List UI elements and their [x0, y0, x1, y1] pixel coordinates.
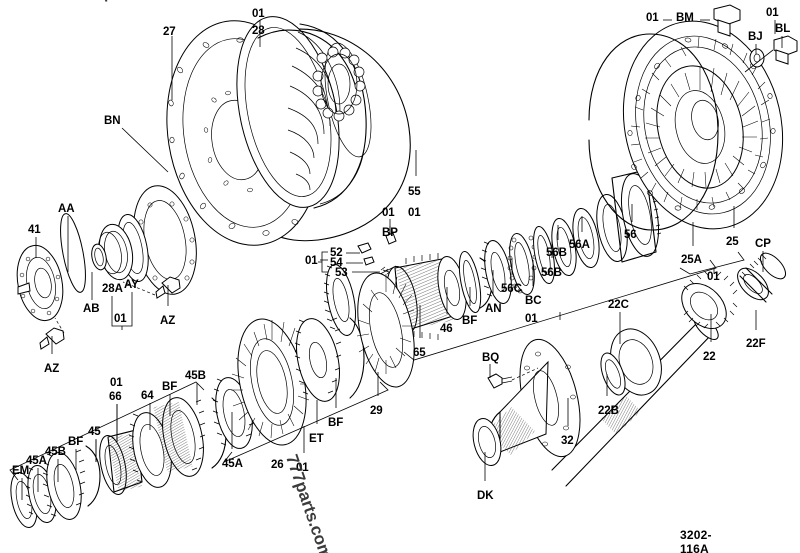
grouping-brackets [9, 226, 745, 481]
callout-bf-22: BF [462, 315, 478, 327]
callout-az-11: AZ [44, 363, 60, 375]
bolt-AZ-lower [39, 317, 65, 350]
callout-az-10: AZ [160, 315, 176, 327]
screw-BQ [487, 367, 539, 389]
bearing-56C [507, 232, 538, 296]
callout-bp-15: BP [382, 227, 398, 239]
lower-gear-train [10, 272, 415, 529]
callout-bf-61: BF [328, 417, 344, 429]
callout-45a-57: 45A [222, 458, 243, 470]
callout-bc-25: BC [525, 295, 542, 307]
callout-45b-49: 45B [45, 446, 66, 458]
callout-65-21: 65 [413, 347, 426, 359]
callout-25a-36: 25A [681, 254, 702, 266]
callout-22c-42: 22C [608, 299, 629, 311]
drawing-number: 3202-116A [680, 528, 712, 553]
bolt-BL [744, 35, 798, 73]
bolt-AZ-upper [122, 276, 181, 299]
end-cover-41 [16, 244, 64, 322]
callout-01-14: 01 [382, 207, 395, 219]
ring-46 [323, 264, 356, 336]
output-flange-32 [472, 338, 581, 466]
output-shaft-22 [551, 252, 787, 487]
callout-64-54: 64 [141, 390, 154, 402]
callout-56a-28: 56A [569, 239, 590, 251]
callout-et-60: ET [309, 433, 324, 445]
callout-01-33: 01 [646, 12, 659, 24]
callout-bq-44: BQ [482, 352, 500, 364]
seal-rings-AA-AB-28A-AY [60, 213, 149, 293]
callout-25-37: 25 [726, 236, 739, 248]
callout-bf-55: BF [162, 381, 178, 393]
callout-56b-27: 56B [546, 247, 567, 259]
callout-66-52: 66 [109, 391, 122, 403]
leader-line-bn-3 [121, 127, 169, 173]
callout-dk-46: DK [477, 490, 494, 502]
callout-22b-43: 22B [598, 405, 619, 417]
callout-cp-39: CP [755, 238, 771, 250]
gear-ET [294, 317, 342, 402]
callout-ab-6: AB [83, 303, 100, 315]
callout-52-16: 52 [330, 247, 343, 259]
gear-45A-left [42, 449, 86, 520]
gear-64 [153, 397, 206, 477]
callout-01-53: 01 [110, 377, 123, 389]
callout-01-31: 01 [766, 7, 779, 19]
callout-em-47: EM [12, 465, 30, 477]
callout-54-17: 54 [330, 257, 343, 269]
callout-29-62: 29 [370, 405, 383, 417]
callout-53-18: 53 [335, 267, 348, 279]
callout-46-20: 46 [440, 323, 453, 335]
callout-56-29: 56 [624, 229, 637, 241]
ring-BC [533, 225, 555, 285]
callout-bj-34: BJ [748, 31, 763, 43]
callout-22f-40: 22F [746, 338, 766, 350]
bearing-56B-2 [572, 207, 600, 269]
callout-01-38: 01 [707, 271, 720, 283]
ring-29 [356, 272, 415, 388]
callout-56c-24: 56C [501, 283, 522, 295]
shaft-gear [681, 271, 738, 329]
callout-26-58: 26 [271, 459, 284, 471]
washer-BJ [749, 48, 765, 68]
callout-01-13: 01 [408, 207, 421, 219]
snapring-BF-left [85, 445, 101, 507]
callout-41-5: 41 [28, 224, 41, 236]
callout-45-51: 45 [88, 426, 101, 438]
callout-bl-35: BL [775, 23, 791, 35]
callout-01-59: 01 [296, 462, 309, 474]
callout-bm-32: BM [676, 12, 694, 24]
impeller-cone-28 [236, 16, 372, 209]
callout-ay-8: AY [124, 279, 139, 291]
bushing-CP-22F [737, 252, 787, 303]
callout-56b-26: 56B [541, 267, 562, 279]
bolt-BM [713, 4, 741, 37]
callout-bn-3: BN [104, 115, 121, 127]
callout-01-19: 01 [305, 255, 318, 267]
cover-plate-BN [133, 185, 197, 295]
callout-22-41: 22 [703, 351, 716, 363]
callout-45a-48: 45A [26, 455, 47, 467]
callout-aa-4: AA [58, 203, 75, 215]
turbine-core-25A [645, 65, 759, 189]
callout-leader-lines [21, 19, 783, 500]
callout-bf-50: BF [68, 436, 84, 448]
callout-27-2: 27 [163, 26, 176, 38]
disc-AN [480, 240, 512, 304]
callout-28a-7: 28A [102, 283, 123, 295]
turbine-assembly-25 [588, 20, 784, 231]
callout-01-9: 01 [114, 313, 127, 325]
callout-01-30: 01 [525, 313, 538, 325]
callout-28-1: 28 [252, 25, 265, 37]
callout-01-0: 01 [252, 8, 265, 20]
callout-55-12: 55 [408, 186, 421, 198]
callout-an-23: AN [485, 303, 502, 315]
callout-32-45: 32 [561, 435, 574, 447]
callout-45b-56: 45B [185, 370, 206, 382]
